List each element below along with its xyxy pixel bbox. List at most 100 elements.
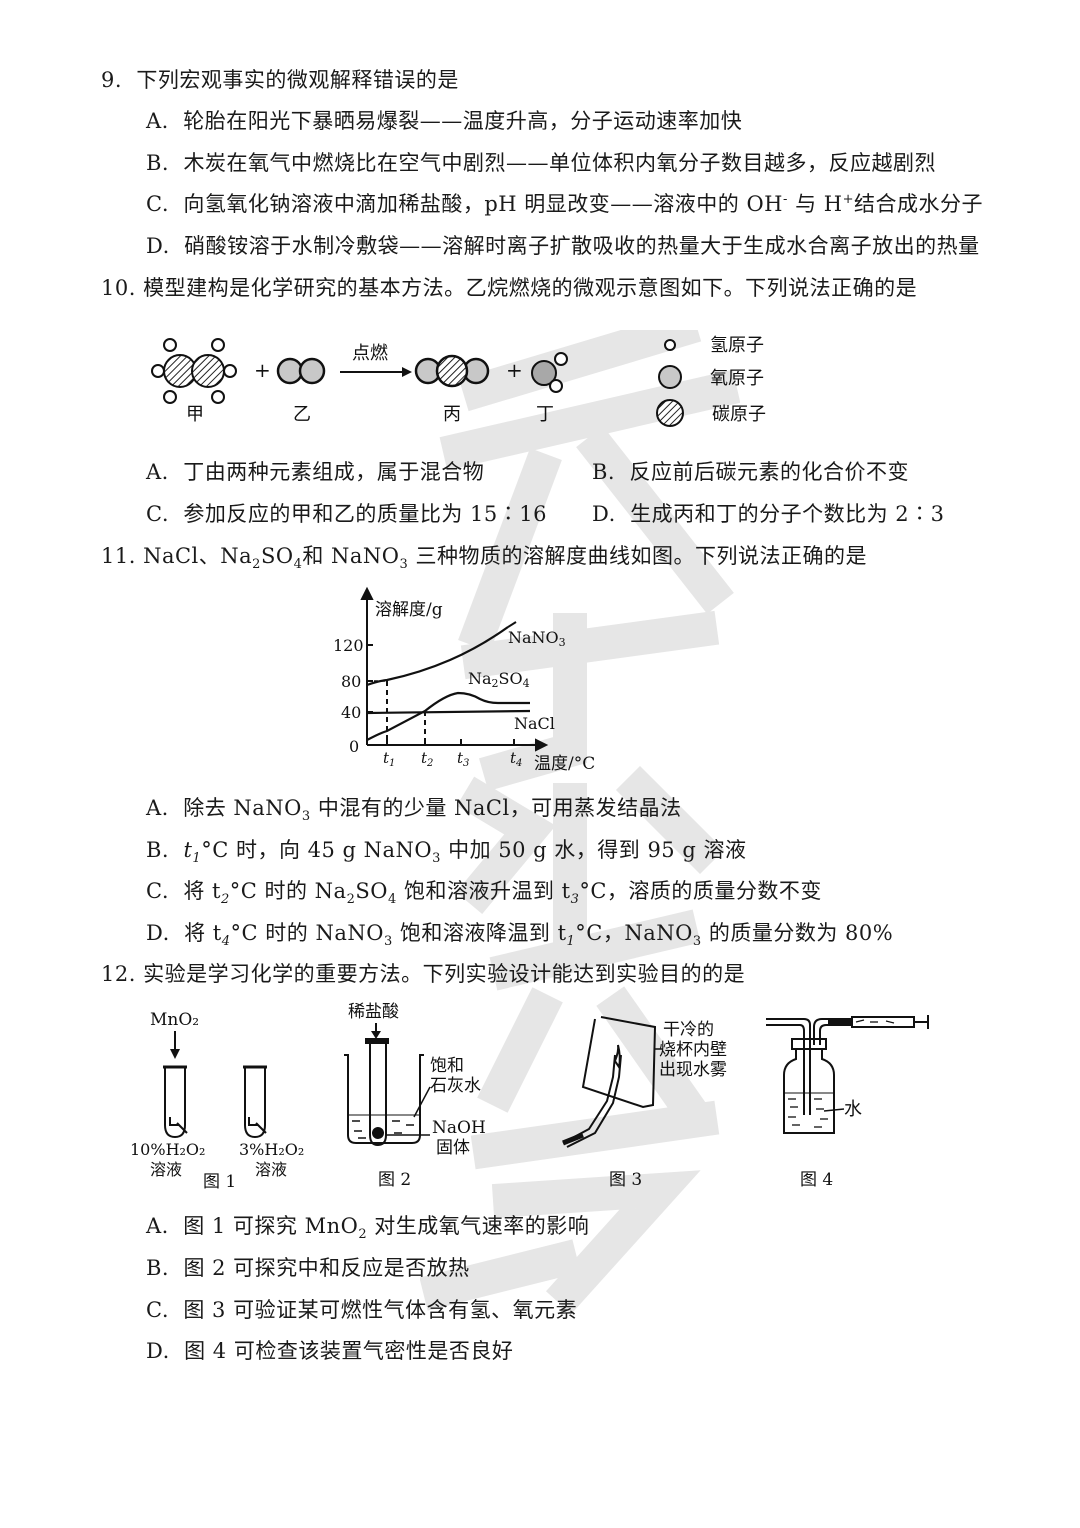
naoh-solid-icon [372,1127,384,1139]
option-text: °C，溶质的质量分数不变 [579,879,822,903]
q9-option-a[interactable]: A. 轮胎在阳光下暴晒易爆裂——温度升高，分子运动速率加快 [146,107,742,135]
q11-option-c[interactable]: C. 将 t2°C 时的 Na2SO4 饱和溶液升温到 t3°C，溶质的质量分数… [146,877,822,908]
water-label: 水 [844,1099,862,1120]
question-number: 9. [101,68,123,92]
superscript: + [842,192,854,207]
subscript: 1 [192,851,202,867]
option-text: 结合成水分子 [853,192,983,216]
option-text: 除去 NaNO [183,796,302,820]
option-label: B. [146,151,170,175]
q10-option-c[interactable]: C. 参加反应的甲和乙的质量比为 15∶16 [146,500,547,528]
option-text: 丁由两种元素组成，属于混合物 [183,460,485,484]
y-axis-label: 溶解度/g [375,600,443,620]
question-text: SO [260,544,294,568]
q9-option-c[interactable]: C. 向氢氧化钠溶液中滴加稀盐酸，pH 明显改变——溶液中的 OH- 与 H+结… [146,190,983,218]
q12-option-a[interactable]: A. 图 1 可探究 MnO2 对生成氧气速率的影响 [146,1212,589,1241]
superscript: - [783,192,788,207]
carbon-atom-icon [656,399,684,427]
series-label-nano3: NaNO3 [508,628,566,649]
arrow-down-icon [170,1049,180,1059]
legend-label: 氧原子 [710,368,764,389]
subscript: 3 [399,557,409,573]
y-tick-label: 0 [349,737,359,756]
option-label: A. [146,460,169,484]
figure-caption: 图 4 [800,1170,833,1190]
option-text: 中加 50 g 水，得到 95 g 溶液 [440,838,747,862]
figure-caption: 图 1 [203,1172,236,1192]
subscript: 4 [293,557,303,573]
option-label: B. [146,838,170,862]
q9-option-b[interactable]: B. 木炭在氧气中燃烧比在空气中剧烈——单位体积内氧分子数目越多，反应越剧烈 [146,149,936,177]
solubility-chart: 溶解度/g 120 80 40 0 t1 t2 t3 t4 温度/°C NaNO… [333,586,595,774]
series-label-nacl: NaCl [514,714,555,733]
option-text: 中混有的少量 NaCl，可用蒸发结晶法 [310,796,682,820]
option-label: D. [146,1339,170,1363]
option-text: t [183,838,193,862]
option-label: C. [146,1298,169,1322]
figure-2-beaker: 稀盐酸 饱和 石灰水 NaOH 固体 图 2 [344,1002,486,1190]
option-label: B. [592,460,616,484]
question-text: 下列宏观事实的微观解释错误的是 [136,68,459,92]
q11-option-b[interactable]: B. t1°C 时，向 45 g NaNO3 中加 50 g 水，得到 95 g… [146,836,747,867]
hydrogen-atom-icon [664,339,676,351]
x-tick-label: t1 [383,749,395,769]
subscript: 4 [221,934,231,950]
legend-label: 氢原子 [710,335,764,356]
oxygen-molecule-icon [276,357,326,385]
bottle-icon [783,1049,835,1134]
q10-option-a[interactable]: A. 丁由两种元素组成，属于混合物 [146,458,484,486]
arrow-down-icon [371,1031,381,1039]
q12-option-b[interactable]: B. 图 2 可探究中和反应是否放热 [146,1254,470,1282]
question-number: 10. [101,276,136,300]
option-text: 木炭在氧气中燃烧比在空气中剧烈——单位体积内氧分子数目越多，反应越剧烈 [183,151,936,175]
legend-label: 碳原子 [712,404,766,425]
naoh-label: NaOH [432,1118,486,1138]
figure-3-cold-beaker: 干冷的 烧杯内壁 出现水雾 图 3 [562,1016,727,1190]
q11-option-a[interactable]: A. 除去 NaNO3 中混有的少量 NaCl，可用蒸发结晶法 [146,794,682,823]
question-text: 模型建构是化学研究的基本方法。乙烷燃烧的微观示意图如下。下列说法正确的是 [143,276,918,300]
observation-label: 干冷的 [663,1020,714,1040]
subscript: 2 [252,557,261,573]
option-label: A. [146,796,169,820]
q9-option-d[interactable]: D. 硝酸铵溶于水制冷敷袋——溶解时离子扩散吸收的热量大于生成水合离子放出的热量 [146,232,980,260]
svg-text:+: + [506,358,523,382]
x-tick-label: t4 [510,749,522,769]
subscript: 3 [570,892,580,908]
tube1-label: 10%H₂O₂ [130,1140,205,1159]
question-9-stem: 9. 下列宏观事实的微观解释错误的是 [101,66,459,94]
test-tube-icon [243,1065,267,1139]
ethane-combustion-diagram: + 点燃 + 甲 乙 丙 丁 [151,335,766,427]
inverted-beaker-icon [581,1016,657,1109]
tube2-label: 溶液 [255,1160,287,1179]
mno2-label: MnO₂ [150,1010,199,1030]
y-tick-label: 120 [333,636,364,655]
stopper-icon [791,1038,827,1050]
q10-option-b[interactable]: B. 反应前后碳元素的化合价不变 [592,458,909,486]
option-text: 图 4 可检查该装置气密性是否良好 [184,1339,514,1363]
naoh-label: 固体 [436,1138,470,1158]
test-tube-icon [163,1065,188,1139]
q12-option-c[interactable]: C. 图 3 可验证某可燃性气体含有氢、氧元素 [146,1296,577,1324]
dilute-hcl-label: 稀盐酸 [348,1002,399,1022]
question-number: 12. [101,962,136,986]
tube1-label: 溶液 [150,1160,182,1179]
option-text: 与 H [787,192,843,216]
figure-caption: 图 2 [378,1170,411,1190]
option-text: 饱和溶液降温到 t [392,921,567,945]
option-text: °C 时的 Na [229,879,347,903]
observation-label: 烧杯内壁 [659,1040,727,1060]
flame-icon [613,1044,621,1070]
option-text: 将 t [184,921,222,945]
y-tick-label: 80 [341,672,361,691]
long-tube-icon [766,1018,811,1115]
q10-option-d[interactable]: D. 生成丙和丁的分子个数比为 2∶3 [592,500,945,528]
subscript: 3 [432,851,441,867]
question-text: 和 NaNO [302,544,400,568]
q12-option-d[interactable]: D. 图 4 可检查该装置气密性是否良好 [146,1337,513,1365]
option-text: °C 时，向 45 g NaNO [201,838,433,862]
option-text: °C 时的 NaNO [230,921,384,945]
arrow-label: 点燃 [352,343,388,364]
q11-option-d[interactable]: D. 将 t4°C 时的 NaNO3 饱和溶液降温到 t1°C，NaNO3 的质… [146,919,893,950]
option-text: 图 1 可探究 MnO [183,1214,359,1238]
